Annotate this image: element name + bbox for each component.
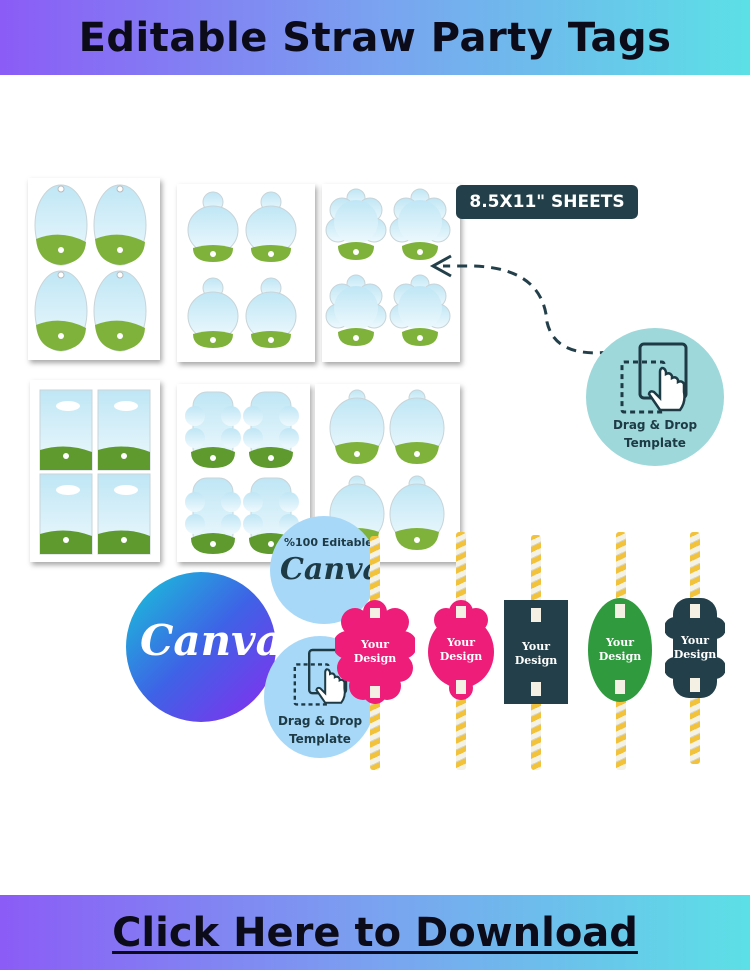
drag-drop-secondary-line1: Drag & Drop: [277, 714, 363, 728]
drag-drop-secondary-line2: Template: [289, 732, 351, 746]
dashed-arrow-icon: [429, 254, 611, 355]
editable-label: %100 Editable: [284, 536, 373, 549]
drag-drop-badge: Drag & Drop Template: [586, 328, 724, 466]
tag-line2: Design: [514, 654, 558, 667]
editable-badge: %100 Editable Canva: [270, 516, 378, 624]
straw-tag-rectangle: Your Design: [504, 600, 568, 704]
drag-drop-line2: Template: [624, 436, 686, 450]
template-sheet-scalloped: [322, 184, 460, 362]
header-banner: Editable Straw Party Tags: [0, 0, 750, 75]
editable-canva-logo: Canva: [280, 552, 378, 587]
straw-tag-cloud: Your Design: [664, 598, 726, 698]
page-title: Editable Straw Party Tags: [78, 14, 672, 61]
straw-tag-scalloped: Your Design: [333, 600, 417, 706]
footer-banner: Click Here to Download: [0, 895, 750, 970]
download-link[interactable]: Click Here to Download: [112, 909, 638, 956]
tag-line2: Design: [353, 652, 397, 665]
canva-logo: Canva: [126, 572, 283, 722]
tag-line2: Design: [673, 648, 717, 661]
drag-drop-line1: Drag & Drop: [612, 418, 698, 432]
tag-line1: Your: [521, 640, 551, 653]
tag-line2: Design: [439, 650, 483, 663]
canva-logo-text: Canva: [140, 616, 283, 665]
straw-tag-oval: Your Design: [588, 598, 652, 702]
tag-line1: Your: [680, 634, 710, 647]
template-sheet-scalloped-oval: [177, 184, 315, 362]
template-sheet-rectangle: [30, 380, 160, 562]
drag-drop-hand-icon: [620, 342, 688, 414]
drag-drop-hand-icon-secondary: [293, 648, 348, 706]
tag-line2: Design: [598, 650, 642, 663]
tag-line1: Your: [605, 636, 635, 649]
tag-line1: Your: [446, 636, 476, 649]
template-sheet-oval: [28, 178, 160, 360]
sheet-size-label: 8.5X11" SHEETS: [456, 185, 638, 219]
straw-tag-scalloped-oval: Your Design: [428, 600, 494, 700]
tag-line1: Your: [360, 638, 390, 651]
